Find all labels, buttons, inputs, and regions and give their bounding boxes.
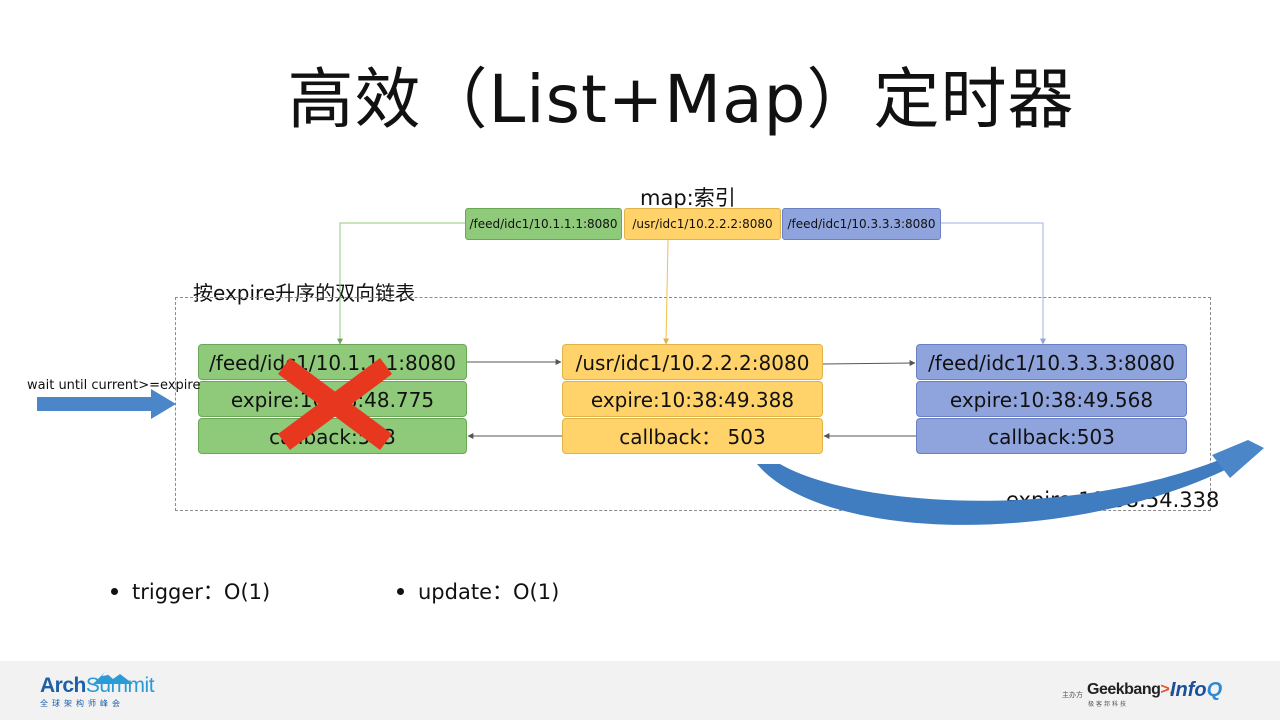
node-2-callback: callback： 503 (562, 418, 823, 454)
node-1-callback: callback:503 (198, 418, 467, 454)
logo-arch: Arch (40, 674, 86, 697)
bullet-update: update：O(1) (397, 576, 559, 606)
mountain-icon (93, 672, 133, 684)
node-3-key: /feed/idc1/10.3.3.3:8080 (916, 344, 1187, 380)
infoq-logo: InfoQ (1170, 679, 1222, 702)
node-1-key: /feed/idc1/10.1.1.1:8080 (198, 344, 467, 380)
geekbang-logo: Geekbang>. (1087, 681, 1174, 699)
map-entry-1: /feed/idc1/10.1.1.1:8080 (465, 208, 622, 240)
bullet-update-text: update：O(1) (418, 580, 560, 604)
map-label: map:索引 (640, 186, 736, 210)
node-3-expire: expire:10:38:49.568 (916, 381, 1187, 417)
node-2-expire: expire:10:38:49.388 (562, 381, 823, 417)
host-label: 主办方 (1062, 691, 1083, 699)
bullet-trigger: trigger：O(1) (111, 576, 270, 606)
logo-geek: Geek (1087, 681, 1125, 698)
map-entry-2: /usr/idc1/10.2.2.2:8080 (624, 208, 781, 240)
logo-info: Info (1170, 679, 1207, 701)
node-3-callback: callback:503 (916, 418, 1187, 454)
map-entry-3: /feed/idc1/10.3.3.3:8080 (782, 208, 941, 240)
logo-q: Q (1206, 679, 1223, 701)
logo-bang: bang (1124, 681, 1161, 698)
new-expire-label: expire:10:38:54.338 (1006, 488, 1220, 512)
node-2-key: /usr/idc1/10.2.2.2:8080 (562, 344, 823, 380)
slide-title: 高效（List+Map）定时器 (287, 61, 1075, 138)
footer-bar (0, 661, 1280, 720)
right-arrow-icon (37, 389, 176, 419)
archsummit-logo: ArchSummit (40, 674, 155, 698)
wait-label: wait until current>=expire (27, 378, 201, 393)
archsummit-subtitle: 全球架构师峰会 (40, 699, 124, 708)
logo-gb-mark: >. (1160, 681, 1174, 698)
bullet-dot (111, 587, 118, 595)
node-1-expire: expire:10:38:48.775 (198, 381, 467, 417)
bullet-dot (397, 587, 404, 595)
bullet-trigger-text: trigger：O(1) (132, 580, 271, 604)
geekbang-subtitle: 极客邦科技 (1088, 701, 1129, 708)
